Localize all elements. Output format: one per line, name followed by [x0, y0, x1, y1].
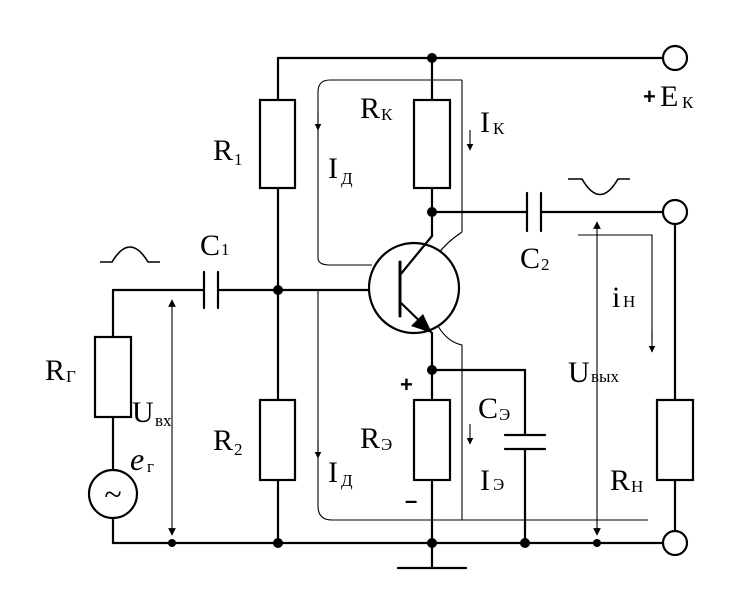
terminal-ek — [661, 44, 689, 72]
resistor-rn — [655, 398, 695, 482]
input-waveform — [100, 246, 160, 263]
ce-plus-sign: + — [400, 372, 413, 397]
ce-minus-sign: – — [405, 488, 417, 513]
label-uout: U вых — [568, 356, 619, 389]
label-c1: C 1 — [200, 229, 230, 262]
label-rg: R Г — [45, 354, 76, 387]
label-ek: + E К — [643, 80, 694, 113]
label-c2: C 2 — [520, 242, 550, 275]
label-id-bottom: I Д — [328, 456, 353, 490]
transistor-npn — [367, 234, 461, 335]
svg-text:I: I — [328, 152, 338, 185]
svg-text:К: К — [493, 119, 505, 138]
resistor-rk — [412, 98, 452, 190]
label-uin: U вх — [132, 396, 172, 430]
svg-text:К: К — [381, 105, 393, 124]
svg-text:R: R — [360, 422, 380, 455]
label-rn: R Н — [610, 464, 643, 497]
svg-text:R: R — [360, 92, 380, 125]
capacitor-ce — [503, 433, 547, 451]
svg-text:i: i — [612, 281, 620, 314]
svg-text:К: К — [682, 93, 694, 112]
svg-text:C: C — [200, 229, 220, 262]
emitter-arrow — [411, 314, 432, 333]
label-r1: R 1 — [213, 134, 243, 169]
svg-text:2: 2 — [234, 440, 243, 459]
label-ie: I Э — [480, 464, 504, 497]
svg-text:Э: Э — [493, 475, 504, 494]
svg-text:R: R — [213, 134, 233, 167]
svg-text:U: U — [132, 396, 154, 429]
svg-text:Д: Д — [341, 471, 353, 490]
svg-text:Д: Д — [341, 169, 353, 188]
svg-text:e: e — [130, 441, 144, 477]
output-waveform — [568, 178, 630, 196]
svg-text:E: E — [660, 80, 678, 113]
svg-text:1: 1 — [234, 150, 243, 169]
svg-text:R: R — [610, 464, 630, 497]
capacitor-c1 — [202, 270, 220, 310]
svg-text:R: R — [45, 354, 65, 387]
label-ik: I К — [480, 106, 505, 139]
resistor-r2 — [258, 398, 297, 482]
svg-text:1: 1 — [221, 240, 230, 259]
current-arrows — [314, 112, 656, 459]
label-in: i Н — [612, 281, 635, 314]
label-r2: R 2 — [213, 424, 243, 459]
svg-text:I: I — [480, 106, 490, 139]
source-symbol: ~ — [104, 476, 121, 512]
svg-text:U: U — [568, 356, 590, 389]
terminal-output — [661, 198, 689, 226]
label-ce: C Э — [478, 392, 510, 425]
label-eg: e г — [130, 441, 154, 477]
svg-text:вх: вх — [155, 411, 172, 430]
label-rk: R К — [360, 92, 393, 125]
resistor-re — [412, 398, 452, 482]
svg-text:I: I — [328, 456, 338, 489]
svg-text:C: C — [478, 392, 498, 425]
svg-text:Г: Г — [66, 367, 76, 386]
svg-text:C: C — [520, 242, 540, 275]
terminal-ground — [661, 529, 689, 557]
svg-text:Н: Н — [631, 477, 643, 496]
svg-text:г: г — [147, 457, 154, 476]
resistor-r1 — [258, 98, 297, 190]
label-re: R Э — [360, 422, 392, 455]
svg-text:R: R — [213, 424, 233, 457]
resistor-rg — [93, 335, 133, 419]
svg-text:+: + — [643, 84, 656, 109]
svg-text:Н: Н — [623, 292, 635, 311]
junctions — [168, 53, 601, 548]
svg-text:I: I — [480, 464, 490, 497]
signal-source: ~ — [87, 468, 139, 520]
svg-text:Э: Э — [499, 405, 510, 424]
svg-text:Э: Э — [381, 435, 392, 454]
label-id-top: I Д — [328, 152, 353, 188]
capacitor-c2 — [525, 191, 543, 233]
svg-text:вых: вых — [591, 367, 619, 386]
svg-text:2: 2 — [541, 255, 550, 274]
